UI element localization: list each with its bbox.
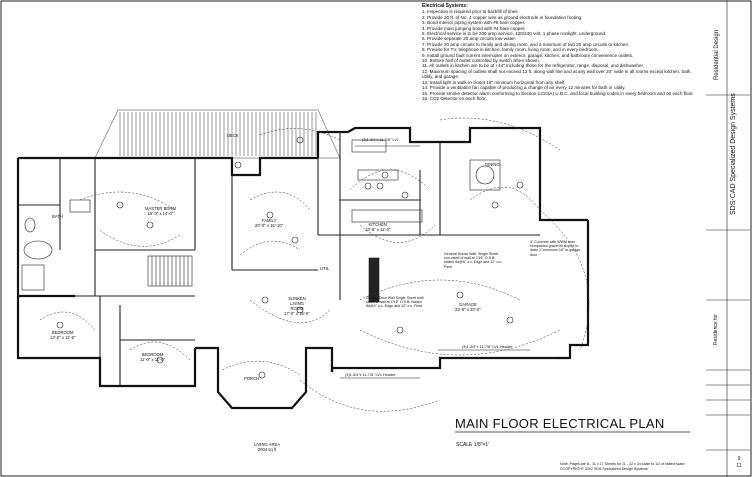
notes-list: 1. Inspection is required prior to backf… (422, 9, 702, 101)
sheet-number: 9 11 (736, 456, 742, 469)
wiring-arcs (39, 117, 590, 412)
note-item: 1. Inspection is required prior to backf… (422, 9, 519, 15)
note-item: 6. Provide separate 20 amp circuits low-… (422, 36, 516, 42)
note-item: 4. Provide main jumping bond with #4 bar… (422, 25, 526, 31)
note-item: 7. Provide 20 amp circuits to family and… (422, 41, 630, 47)
callout-concrete: 4" Concrete with WWM over compacted grav… (530, 240, 581, 257)
footer-line-1: Note: Pages are 8 - 11 x 17 Sheets for 1… (560, 462, 686, 466)
note-item: 11. All outlets in kitchen are to be at … (422, 63, 645, 69)
note-item: 16. CO2 Detector on each floor. (422, 95, 487, 101)
callout-general-wall: General House Wall: Single Sheet non-rat… (444, 252, 503, 269)
title-block-lines (706, 0, 750, 477)
note-item: 2. Provide 20 ft. of No. 4 copper wire a… (422, 14, 583, 20)
note-item: 8. Prewire for TV, telephone in kitchen,… (422, 47, 599, 53)
fixtures (21, 139, 555, 359)
note-item: 3. Bond interior piping system with #6 b… (422, 20, 526, 26)
note-item: 14. Provide a ventilation fan capable of… (422, 85, 626, 91)
callout-garage-wall: Garage Door Wall Single Sheet both sides… (366, 296, 424, 309)
header-callout-garage: (3)1-3/4"x 11-7/8" LVL Header (462, 345, 513, 349)
interior-walls (18, 132, 540, 386)
room-label-porch: PORCH (244, 376, 260, 381)
header-callout-top: (3)1-3/4"x 11-7/8" LVL (362, 138, 399, 142)
note-item: 15. Provide smoke detector alarm conform… (422, 90, 694, 96)
electrical-notes: Electrical Systems: 1. Inspection is req… (422, 3, 702, 101)
footer-line-2: ©COPYRIGHT 2002 SDS Specialized Design S… (560, 467, 648, 471)
note-item: 9. Install ground fault current interrup… (422, 52, 634, 58)
note-item: 13. Install light in walk-in closet 18" … (422, 79, 566, 85)
note-item: 10. Bottom half of outlet controlled by … (422, 58, 540, 64)
room-label-util: UTIL (320, 266, 330, 271)
room-label-dining: DINING (485, 162, 500, 167)
plan-title: MAIN FLOOR ELECTRICAL PLAN (455, 416, 665, 431)
residential-design-label: Residential Design (714, 29, 720, 80)
room-label-deck: DECK (227, 133, 239, 138)
stairs (147, 255, 193, 287)
notes-heading: Electrical Systems: (422, 3, 468, 9)
footer-notes: Note: Pages are 8 - 11 x 17 Sheets for 1… (560, 462, 685, 472)
note-item: 12. Maximum spacing of outlets shall not… (422, 68, 692, 80)
residence-for-label: Residence for (713, 314, 719, 345)
header-lines (340, 145, 530, 379)
note-item: 5. Electrical service is to be 200 amp s… (422, 31, 607, 37)
scale-label: SCALE 1/8"=1' (456, 442, 490, 448)
roof-hatch (94, 109, 341, 159)
company-label: SDS-CAD Specialized Design Systems (730, 93, 737, 215)
header-callout-porch: (3)1-3/4"x 11-7/8" LVL Header (345, 373, 396, 377)
room-label-bath: BATH (52, 214, 63, 219)
electrical-symbols (56, 136, 524, 379)
